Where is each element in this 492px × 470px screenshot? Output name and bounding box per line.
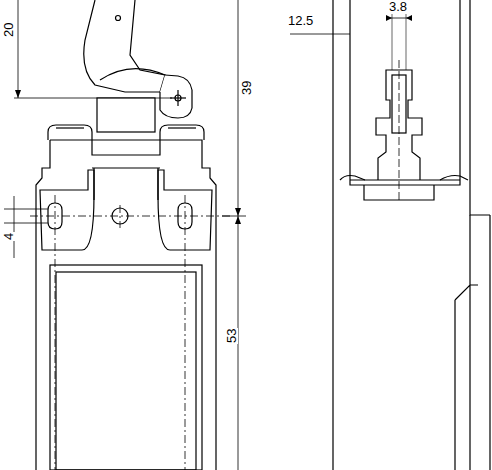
dimension-label: 53 <box>225 328 238 344</box>
dimension-label: 3.8 <box>388 0 408 13</box>
dimension-label: 12.5 <box>287 14 314 27</box>
dimension-label: 4 <box>2 231 15 240</box>
dimension-label: 20 <box>2 22 15 38</box>
dimension-label: 39 <box>240 80 253 96</box>
